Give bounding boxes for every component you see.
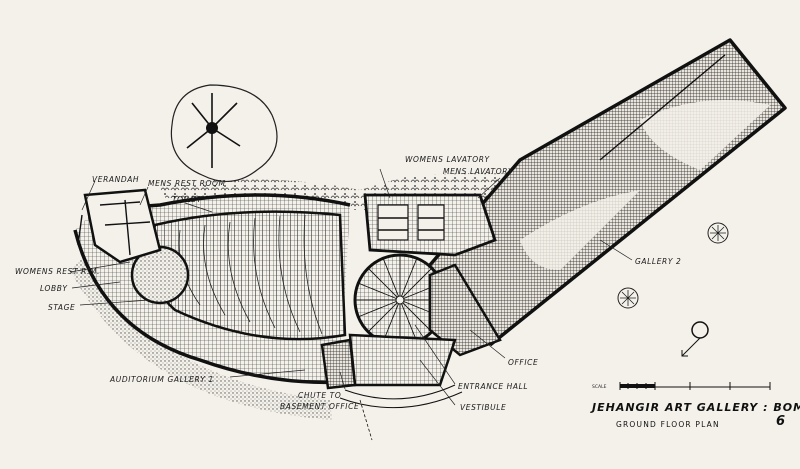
label-gallery-2: GALLERY 2 (635, 257, 681, 266)
label-lobby: LOBBY (40, 284, 68, 293)
scale-label: SCALE (592, 384, 607, 390)
label-vestibule: VESTIBULE (460, 403, 506, 412)
label-mens-lavatory: MENS LAVATORY (443, 167, 514, 176)
vestibule-block (348, 333, 457, 387)
label-basement-office: BASEMENT OFFICE (280, 402, 359, 411)
label-office: OFFICE (508, 358, 538, 367)
office-block (428, 263, 502, 357)
label-chute-to: CHUTE TO (298, 391, 341, 400)
label-mens-rest-room: MENS REST ROOM (148, 179, 226, 188)
label-auditorium-gallery: AUDITORIUM GALLERY 1 (109, 375, 214, 384)
basement-office (320, 338, 357, 390)
label-womens-lavatory: WOMENS LAVATORY (405, 155, 491, 164)
gallery-2-light-patch (640, 100, 770, 170)
entrance-steps (344, 384, 456, 400)
scale-bar: SCALE (592, 382, 771, 390)
label-stage: STAGE (48, 303, 75, 312)
label-toilet: TOILET (172, 195, 203, 204)
west-rooms (83, 188, 162, 264)
label-entrance-hall: ENTRANCE HALL (458, 382, 528, 391)
gallery-2-light-patch-2 (520, 190, 640, 270)
leader-lines (69, 168, 633, 406)
seating-rows (178, 214, 323, 335)
tree-icon (170, 84, 278, 182)
sheet-number: 6 (776, 414, 786, 429)
north-arrow-icon (681, 321, 709, 357)
label-verandah: VERANDAH (92, 175, 139, 184)
label-womens-rest-rm: WOMENS REST R.M. (15, 267, 100, 276)
plan-title: JEHANGIR ART GALLERY : BOMBAY (590, 401, 800, 414)
shrub-icon (617, 222, 729, 309)
foliage-south (70, 255, 332, 420)
plan-subtitle: GROUND FLOOR PLAN (616, 420, 720, 429)
